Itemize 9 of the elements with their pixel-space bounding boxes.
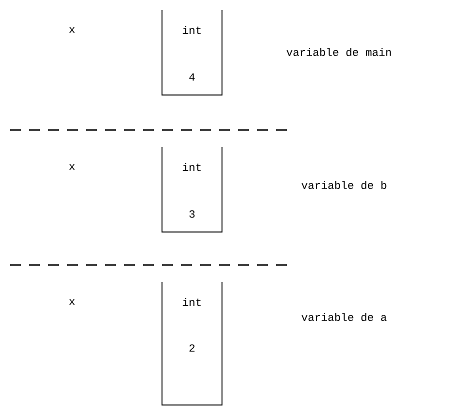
variable-box: int 2	[162, 282, 222, 406]
variable-name: x	[69, 164, 75, 170]
scope-label: variable de b	[302, 180, 386, 190]
variable-box: int 3	[162, 146, 222, 232]
variable-name: x	[69, 299, 75, 305]
scope-label: variable de main	[286, 48, 391, 56]
variable-box: int 4	[162, 10, 222, 96]
scope-label: variable de a	[302, 312, 387, 322]
variable-name: x	[69, 27, 75, 33]
